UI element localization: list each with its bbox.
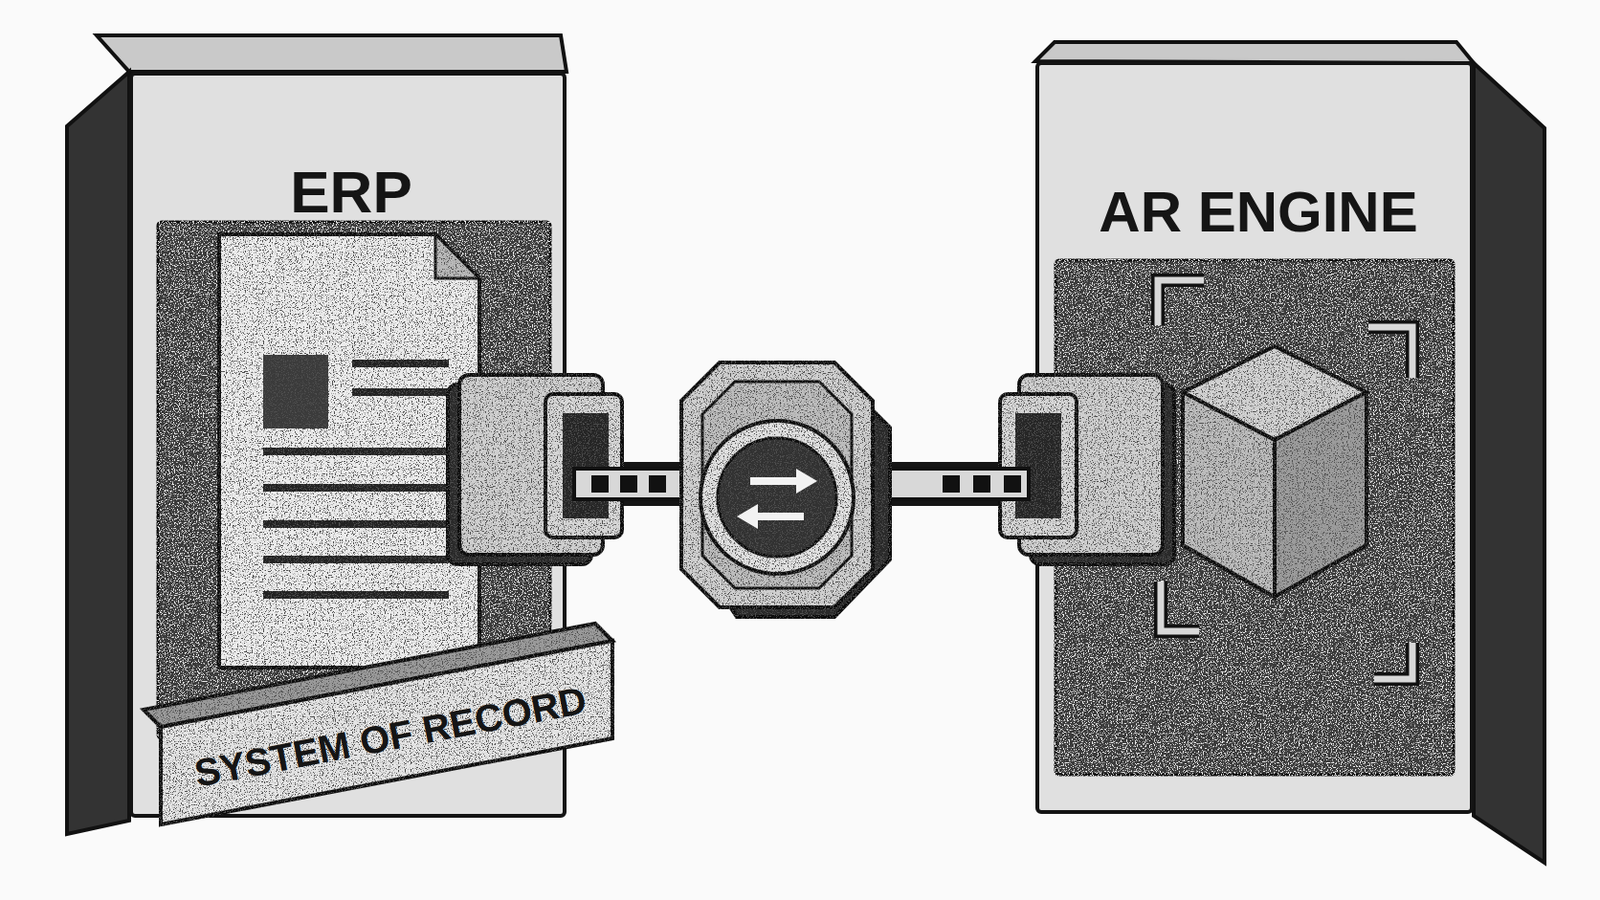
- label-plinth: [143, 623, 613, 728]
- document-icon: [263, 484, 449, 492]
- system-panel: ERPSYSTEM OF RECORD: [129, 71, 567, 819]
- connector-plug-right: [1030, 384, 1175, 565]
- cube-icon: [1182, 392, 1275, 598]
- document-icon: [352, 388, 449, 397]
- ar-frame-brackets: [1157, 280, 1204, 326]
- ar-panel-depth: [1035, 42, 1545, 864]
- document-icon: [263, 355, 329, 429]
- cube-icon: [1274, 392, 1367, 598]
- connector-plug-left: [545, 394, 623, 538]
- document-icon: [263, 591, 449, 600]
- document-icon: [263, 447, 449, 456]
- cube-icon: [1182, 346, 1367, 441]
- ar-frame-brackets: [1160, 581, 1200, 632]
- ar-panel-depth: [1473, 63, 1545, 864]
- sync-hub: [681, 362, 873, 608]
- connector-plug-left: [447, 384, 592, 565]
- sync-arrows: [796, 468, 818, 494]
- panel-title: AR ENGINE: [1098, 183, 1418, 242]
- sync-arrows: [754, 512, 804, 521]
- sync-arrows: [736, 468, 818, 530]
- chain-links: [1003, 475, 1022, 493]
- label-plinth: [160, 641, 613, 825]
- chain-links: [973, 475, 991, 493]
- ar-inner-screen: [1055, 260, 1454, 776]
- ar-frame-brackets: [1374, 643, 1413, 680]
- document-icon: [263, 520, 449, 529]
- panel-title: ERP: [289, 162, 412, 223]
- chain-links: [574, 468, 1029, 500]
- ar-inner-screen: [1055, 260, 1454, 776]
- ar-frame-brackets: [1160, 581, 1200, 632]
- ar-frame-brackets: [1368, 327, 1413, 378]
- chain-links: [620, 475, 638, 493]
- document-icon: [219, 234, 480, 668]
- erp-panel-depth: [96, 35, 567, 72]
- sync-hub: [681, 362, 890, 618]
- sync-hub: [700, 421, 854, 575]
- cube-icon: [1182, 346, 1367, 598]
- connector-plug-right: [1000, 375, 1175, 565]
- chain-links: [591, 475, 609, 493]
- ar-frame-brackets: [1374, 643, 1413, 680]
- system-panel: AR ENGINE: [1035, 61, 1474, 815]
- label-plinth: [143, 623, 613, 825]
- sync-hub: [717, 438, 837, 557]
- connector-plug-left: [459, 375, 603, 556]
- connector-layer: [566, 484, 1036, 486]
- sync-link: [566, 484, 1036, 486]
- connector-plug-right: [1019, 375, 1163, 556]
- chain-links: [942, 475, 960, 493]
- document-icon: [219, 234, 480, 668]
- chain-links: [648, 475, 667, 493]
- sync-arrows: [750, 477, 800, 486]
- chain-links: [885, 468, 1029, 500]
- plinth-label: SYSTEM OF RECORD: [191, 680, 590, 793]
- sync-hub: [698, 372, 890, 618]
- sync-arrows: [736, 504, 758, 530]
- ar-panel-depth: [1035, 42, 1474, 64]
- erp-panel-depth: [66, 71, 130, 835]
- sync-hub: [702, 381, 852, 589]
- document-icon: [352, 359, 449, 368]
- erp-inner-screen: [157, 222, 551, 739]
- document-icon: [263, 555, 449, 564]
- ar-frame-brackets: [1157, 280, 1204, 326]
- connector-plug-left: [447, 375, 623, 565]
- connector-plug-left: [562, 413, 609, 519]
- chain-links: [574, 468, 682, 500]
- sync-link: [566, 462, 1036, 507]
- document-icon: [435, 234, 480, 279]
- connector-plug-right: [1000, 394, 1077, 538]
- erp-inner-screen: [157, 222, 551, 739]
- connector-plug-right: [1015, 413, 1062, 519]
- sync-link: [566, 468, 1036, 500]
- ar-frame-brackets: [1368, 327, 1413, 378]
- ar-frame-brackets: [1157, 280, 1413, 680]
